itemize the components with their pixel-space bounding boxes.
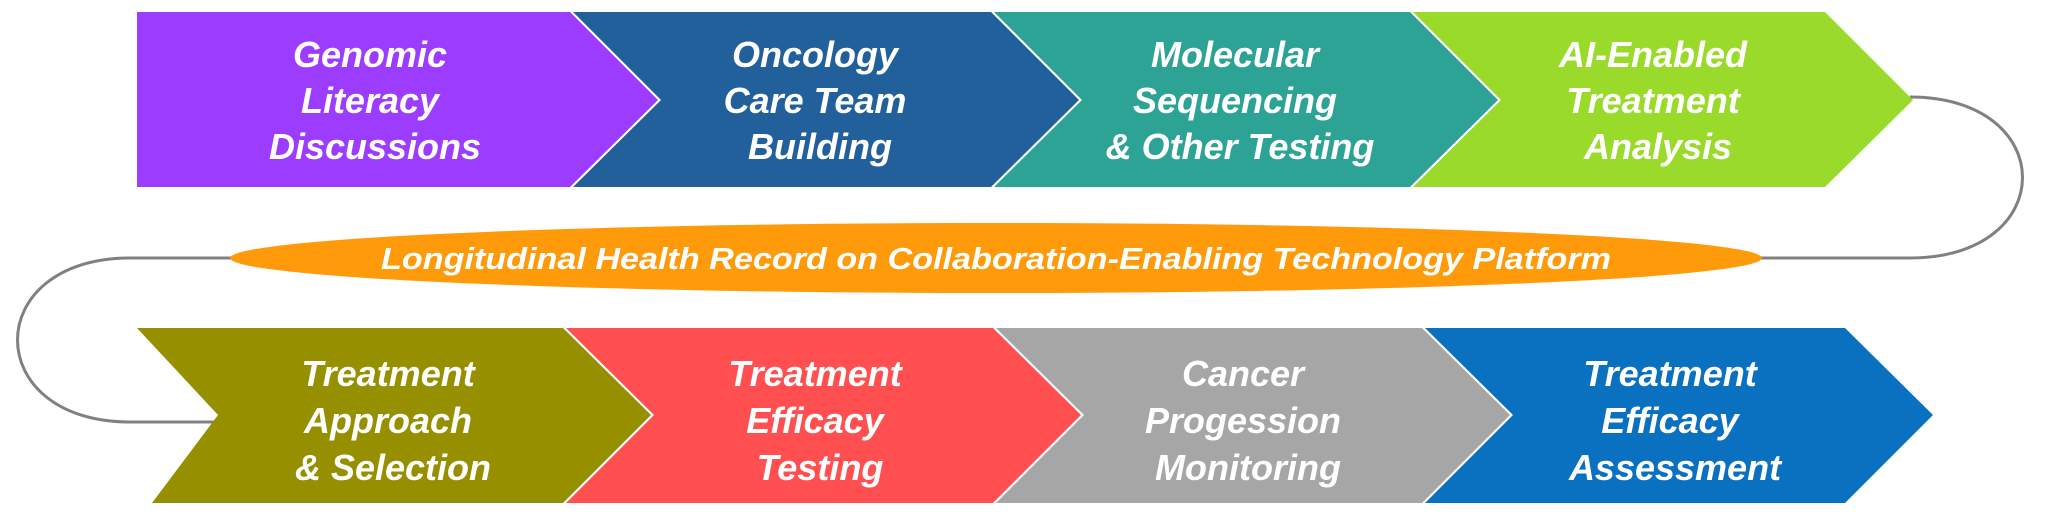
svg-text:Treatment Approach: Treatment Approach & Selection	[295, 353, 491, 488]
step-label-line: Analysis	[1583, 126, 1732, 167]
svg-text:AI-Enabled Treatment: AI-Enabled Treatment Analysis	[1558, 34, 1757, 167]
chevron-shape	[137, 12, 658, 187]
step-treatment-approach-selection: Treatment Approach & Selection	[137, 328, 651, 503]
svg-text:Cancer Progession: Cancer Progession Monitoring	[1145, 353, 1351, 488]
step-label-line: Treatment	[301, 353, 476, 394]
step-label-line: Care Team	[724, 80, 907, 121]
step-label-line: Treatment	[1566, 80, 1741, 121]
chevron-shape	[1413, 12, 1913, 187]
step-label-line: Oncology	[732, 34, 900, 75]
step-oncology-care-team-building: Oncology Care Team Building	[573, 12, 1079, 187]
step-label-line: Literacy	[301, 80, 441, 121]
chevron-shape	[996, 328, 1510, 503]
chevron-shape	[573, 12, 1079, 187]
platform-label: Longitudinal Health Record on Collaborat…	[381, 241, 1611, 276]
bottom-steps: Treatment Approach & Selection Treatment…	[137, 328, 1933, 503]
step-treatment-efficacy-assessment: Treatment Efficacy Assessment	[1425, 328, 1933, 503]
step-label-line: Monitoring	[1155, 447, 1341, 488]
step-label-line: Genomic	[293, 34, 447, 75]
step-label-line: Treatment	[728, 353, 903, 394]
step-label-line: Discussions	[269, 126, 481, 167]
platform-ellipse	[230, 223, 1762, 293]
step-label-line: & Other Testing	[1106, 126, 1375, 167]
step-genomic-literacy-discussions: Genomic Literacy Discussions	[137, 12, 658, 187]
step-cancer-progression-monitoring: Cancer Progession Monitoring	[996, 328, 1510, 503]
step-label-line: Approach	[303, 400, 472, 441]
svg-text:Molecular Sequencing: Molecular Sequencing & Other Testing	[1106, 34, 1375, 167]
step-label-line: Sequencing	[1133, 80, 1337, 121]
chevron-shape	[994, 12, 1498, 187]
step-label-line: Efficacy	[746, 400, 885, 441]
svg-text:Treatment Efficacy: Treatment Efficacy Assessment	[1568, 353, 1783, 488]
step-molecular-sequencing: Molecular Sequencing & Other Testing	[994, 12, 1498, 187]
step-label-line: Molecular	[1151, 34, 1321, 75]
step-label-line: Progession	[1145, 400, 1341, 441]
svg-text:Genomic Literacy: Genomic Literacy Discussions	[269, 34, 481, 167]
chevron-shape	[1425, 328, 1933, 503]
step-treatment-efficacy-testing: Treatment Efficacy Testing	[566, 328, 1081, 503]
connector-top-right	[1740, 95, 2024, 260]
step-label-line: Treatment	[1583, 353, 1758, 394]
step-ai-enabled-treatment-analysis: AI-Enabled Treatment Analysis	[1413, 12, 1913, 187]
step-label-line: Efficacy	[1601, 400, 1740, 441]
step-label-line: AI-Enabled	[1558, 34, 1748, 75]
chevron-shape	[137, 328, 651, 503]
connector-left	[16, 256, 240, 424]
step-label-line: Building	[748, 126, 892, 167]
step-label-line: & Selection	[295, 447, 491, 488]
platform-banner: Longitudinal Health Record on Collaborat…	[230, 223, 1762, 293]
svg-text:Oncology Care Team: Oncology Care Team Building	[724, 34, 917, 167]
step-label-line: Cancer	[1182, 353, 1306, 394]
step-label-line: Testing	[757, 447, 884, 488]
chevron-shape	[566, 328, 1081, 503]
svg-text:Treatment Efficacy: Treatment Efficacy Testing	[728, 353, 911, 488]
step-label-line: Assessment	[1568, 447, 1783, 488]
top-steps: Genomic Literacy Discussions Oncology Ca…	[137, 12, 1913, 187]
